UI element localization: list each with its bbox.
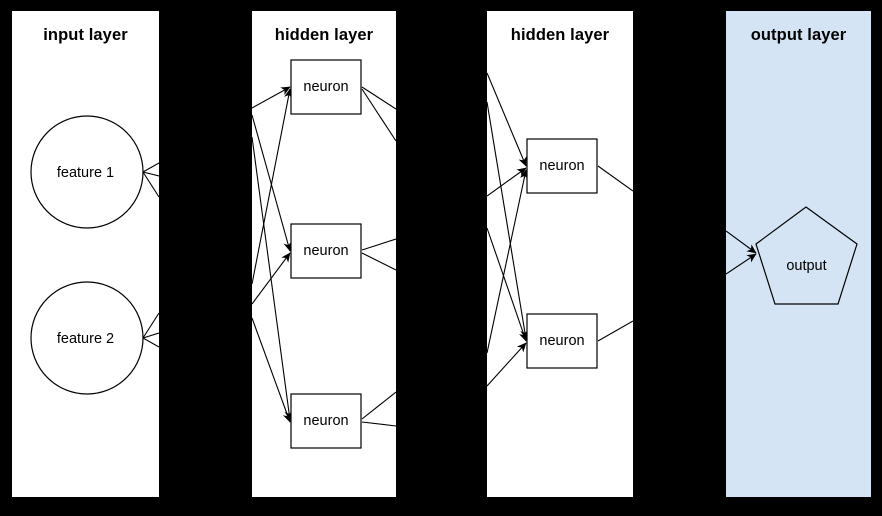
input-layer-graphics [30,115,159,395]
wire-in-h1n1-a [252,86,291,109]
wire-in-h1n3-a [252,136,294,421]
hidden-2-neuron-2-label: neuron [539,333,585,349]
hidden-1-neuron-1-label: neuron [303,79,349,95]
hidden-2-incoming-wires [487,72,529,387]
wire-out-h1n1-a [361,86,396,110]
wire-out-h1n2-b [361,252,396,271]
layer-panel-hidden-2: hidden layer [487,11,633,497]
feature-2-circle[interactable] [30,281,144,395]
input-outgoing-wires [142,162,159,348]
layer-title-output: output layer [750,26,847,44]
wire-in-h2n2-a [487,101,529,340]
feature-2-label: feature 2 [56,331,115,347]
layer-title-hidden-2: hidden layer [510,26,610,44]
output-pentagon[interactable] [755,206,858,305]
hidden-1-incoming-wires [252,86,294,423]
wire-in-h2n2-b [487,227,528,342]
wire-f1-h1n3 [142,171,159,198]
hidden-2-neuron-2-box[interactable] [526,313,598,369]
output-node-label: output [786,258,827,274]
wire-out-h1n3-b [361,421,396,427]
wire-f2-h1n3 [142,337,159,348]
hidden-1-neuron-3-box[interactable] [290,393,362,449]
hidden-1-neuron-3-label: neuron [303,413,349,429]
hidden-2-graphics [487,72,633,387]
hidden-2-neuron-1-label: neuron [539,158,585,174]
feature-1-circle[interactable] [30,115,144,229]
wire-f1-h1n2 [142,171,159,177]
wire-in-output-b [726,253,757,275]
wire-in-h1n1-b [252,88,293,285]
hidden-1-outgoing-wires [361,86,396,427]
wire-out-h2n2 [597,320,633,342]
layer-panel-input: input layer feature 1 feature 2 [12,11,159,497]
wire-out-h2n1 [597,165,633,192]
hidden-1-graphics [252,59,396,449]
layer-panel-hidden-1: hidden layer [252,11,396,497]
wire-out-h1n2-a [361,238,396,251]
hidden-1-neuron-1-box[interactable] [290,59,362,115]
wire-f2-h1n2 [142,332,159,339]
wire-in-h2n1-c [487,169,529,354]
layer-panel-output: output layer output [726,11,871,497]
wire-in-h2n1-b [487,167,527,197]
wire-in-h2n2-c [487,342,527,387]
wire-in-h2n1-a [487,72,527,167]
hidden-1-neuron-2-box[interactable] [290,223,362,279]
wire-out-h1n1-b [361,88,396,142]
feature-1-label: feature 1 [56,165,115,181]
wire-in-h1n3-b [252,317,292,423]
wire-f2-h1n1 [142,312,159,339]
wire-in-output-a [726,230,757,254]
layer-title-input: input layer [43,26,128,44]
output-layer-graphics [726,206,858,305]
wire-in-h1n2-a [252,114,292,252]
hidden-2-outgoing-wires [597,165,633,342]
wire-out-h1n3-a [361,391,396,420]
hidden-1-neuron-2-label: neuron [303,243,349,259]
wire-f1-h1n1 [142,162,159,173]
output-incoming-wires [726,230,757,275]
hidden-2-neuron-1-box[interactable] [526,138,598,194]
layer-title-hidden-1: hidden layer [274,26,374,44]
